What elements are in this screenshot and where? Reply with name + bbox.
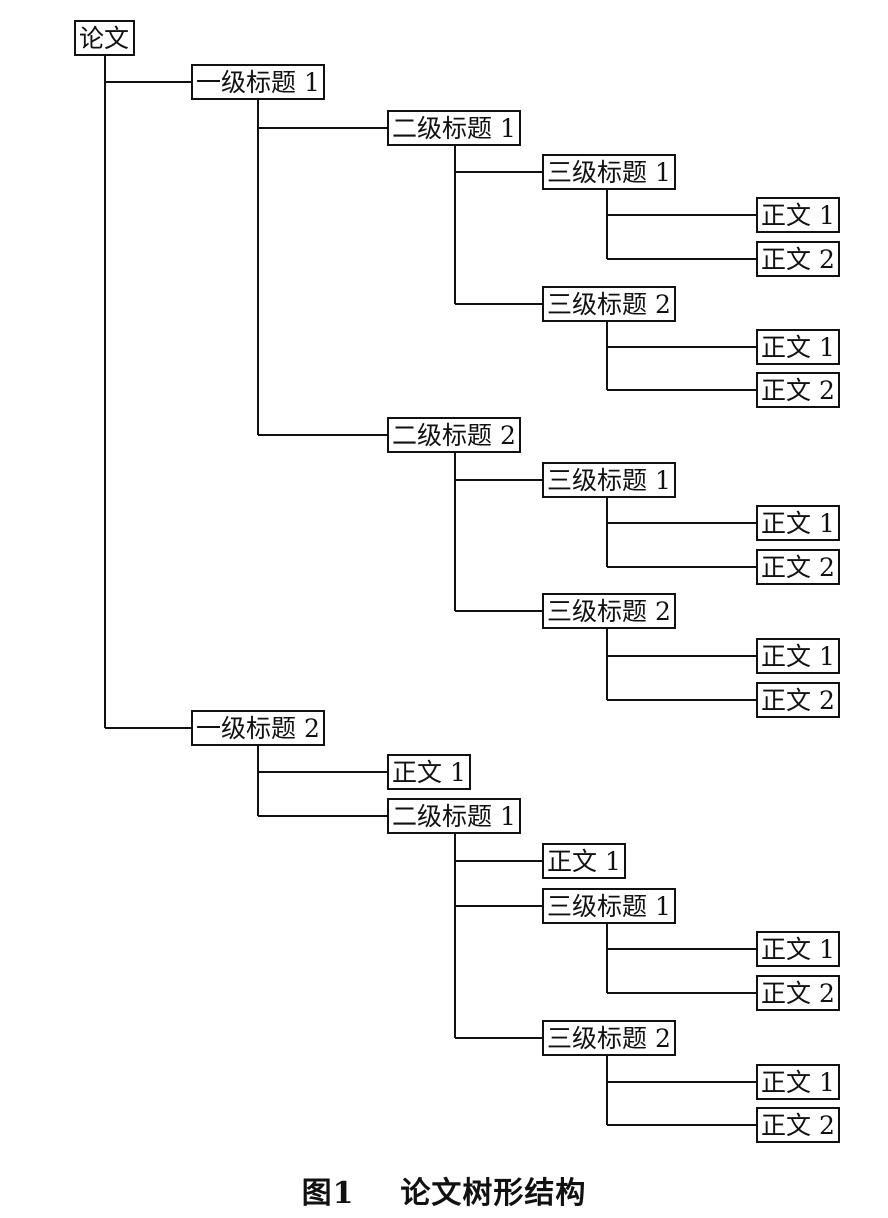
node-label: 一级标题 1 [196, 68, 320, 97]
node-label: 正文 2 [761, 979, 835, 1008]
node-label: 正文 2 [761, 376, 835, 405]
node-label: 二级标题 2 [392, 421, 516, 450]
node-label: 正文 2 [761, 245, 835, 274]
node-label: 三级标题 2 [547, 1024, 671, 1053]
tree-node-root-一级标题-1-1-二级标题-1-1-三级标题-1-1-正文-1-1: 正文 1 [756, 197, 840, 233]
node-box [191, 710, 325, 746]
tree-node-root-一级标题-1-1-二级标题-2-2-三级标题-2-2-正文-2-2: 正文 2 [756, 682, 840, 718]
node-box [542, 888, 676, 924]
tree-node-root-一级标题-1-1: 一级标题 1 [191, 64, 325, 100]
node-box [756, 197, 840, 233]
tree-node-root-一级标题-1-1-二级标题-1-1-三级标题-1-1-正文-2-2: 正文 2 [756, 241, 840, 277]
node-box [756, 505, 840, 541]
figure-number: 图1 [301, 1176, 355, 1211]
tree-node-root-一级标题-1-1-二级标题-1-1-三级标题-2-2-正文-1-1: 正文 1 [756, 329, 840, 365]
node-label: 正文 1 [761, 509, 835, 538]
node-label: 正文 1 [761, 935, 835, 964]
node-box [756, 638, 840, 674]
node-label: 三级标题 2 [547, 597, 671, 626]
node-box [387, 417, 521, 453]
node-box [756, 931, 840, 967]
node-box [542, 593, 676, 629]
node-box [756, 1064, 840, 1100]
node-box [756, 549, 840, 585]
node-box [756, 1107, 840, 1143]
tree-node-root-一级标题-1-1-二级标题-2-2-三级标题-1-1-正文-1-1: 正文 1 [756, 505, 840, 541]
node-label: 一级标题 2 [196, 714, 320, 743]
tree-node-root-一级标题-1-1-二级标题-1-1-三级标题-2-2: 三级标题 2 [542, 286, 676, 322]
node-box [542, 843, 626, 879]
tree-node-root-一级标题-2-2-正文-1-1: 正文 1 [387, 754, 471, 790]
node-label: 三级标题 2 [547, 290, 671, 319]
tree-node-root-一级标题-2-2-二级标题-1-2-三级标题-1-2-正文-2-2: 正文 2 [756, 975, 840, 1011]
node-label: 正文 2 [761, 686, 835, 715]
node-label: 正文 1 [761, 1068, 835, 1097]
node-label: 论文 [79, 24, 129, 53]
node-label: 正文 2 [761, 553, 835, 582]
figure-caption: 图1 论文树形结构 [0, 1168, 888, 1212]
node-box [387, 110, 521, 146]
tree-node-root-一级标题-1-1-二级标题-2-2: 二级标题 2 [387, 417, 521, 453]
node-label: 三级标题 1 [547, 158, 671, 187]
node-box [542, 462, 676, 498]
tree-node-root-一级标题-2-2-二级标题-1-2: 二级标题 1 [387, 798, 521, 834]
figure-title: 论文树形结构 [400, 1176, 587, 1211]
tree-node-root-一级标题-1-1-二级标题-1-1: 二级标题 1 [387, 110, 521, 146]
node-box [387, 798, 521, 834]
tree-node-root-一级标题-1-1-二级标题-1-1-三级标题-2-2-正文-2-2: 正文 2 [756, 372, 840, 408]
tree-node-root-一级标题-2-2-二级标题-1-2-三级标题-2-3-正文-1-1: 正文 1 [756, 1064, 840, 1100]
node-label: 三级标题 1 [547, 892, 671, 921]
tree-node-root-一级标题-1-1-二级标题-2-2-三级标题-2-2: 三级标题 2 [542, 593, 676, 629]
tree-node-root-一级标题-2-2-二级标题-1-2-三级标题-1-2: 三级标题 1 [542, 888, 676, 924]
tree-node-root-一级标题-2-2-二级标题-1-2-三级标题-1-2-正文-1-1: 正文 1 [756, 931, 840, 967]
node-box [542, 286, 676, 322]
node-box [542, 1020, 676, 1056]
tree-node-root-一级标题-2-2-二级标题-1-2-正文-1-1: 正文 1 [542, 843, 626, 879]
tree-node-root-一级标题-2-2-二级标题-1-2-三级标题-2-3: 三级标题 2 [542, 1020, 676, 1056]
node-label: 正文 1 [761, 642, 835, 671]
node-label: 正文 1 [761, 201, 835, 230]
node-label: 正文 1 [547, 847, 621, 876]
tree-node-root-一级标题-1-1-二级标题-1-1-三级标题-1-1: 三级标题 1 [542, 154, 676, 190]
tree-node-root-一级标题-1-1-二级标题-2-2-三级标题-1-1-正文-2-2: 正文 2 [756, 549, 840, 585]
node-label: 三级标题 1 [547, 466, 671, 495]
node-box [542, 154, 676, 190]
node-label: 正文 2 [761, 1111, 835, 1140]
node-label: 二级标题 1 [392, 802, 516, 831]
tree-node-root-一级标题-1-1-二级标题-2-2-三级标题-2-2-正文-1-1: 正文 1 [756, 638, 840, 674]
node-box [756, 329, 840, 365]
node-label: 正文 1 [761, 333, 835, 362]
node-box [74, 20, 135, 56]
tree-node-root-一级标题-2-2: 一级标题 2 [191, 710, 325, 746]
node-box [756, 372, 840, 408]
tree-node-root-一级标题-1-1-二级标题-2-2-三级标题-1-1: 三级标题 1 [542, 462, 676, 498]
node-box [191, 64, 325, 100]
node-box [756, 241, 840, 277]
node-box [387, 754, 471, 790]
node-box [756, 975, 840, 1011]
node-box [756, 682, 840, 718]
tree-node-root-一级标题-2-2-二级标题-1-2-三级标题-2-3-正文-2-2: 正文 2 [756, 1107, 840, 1143]
node-label: 正文 1 [392, 758, 466, 787]
node-label: 二级标题 1 [392, 114, 516, 143]
tree-node-root: 论文 [74, 20, 135, 56]
